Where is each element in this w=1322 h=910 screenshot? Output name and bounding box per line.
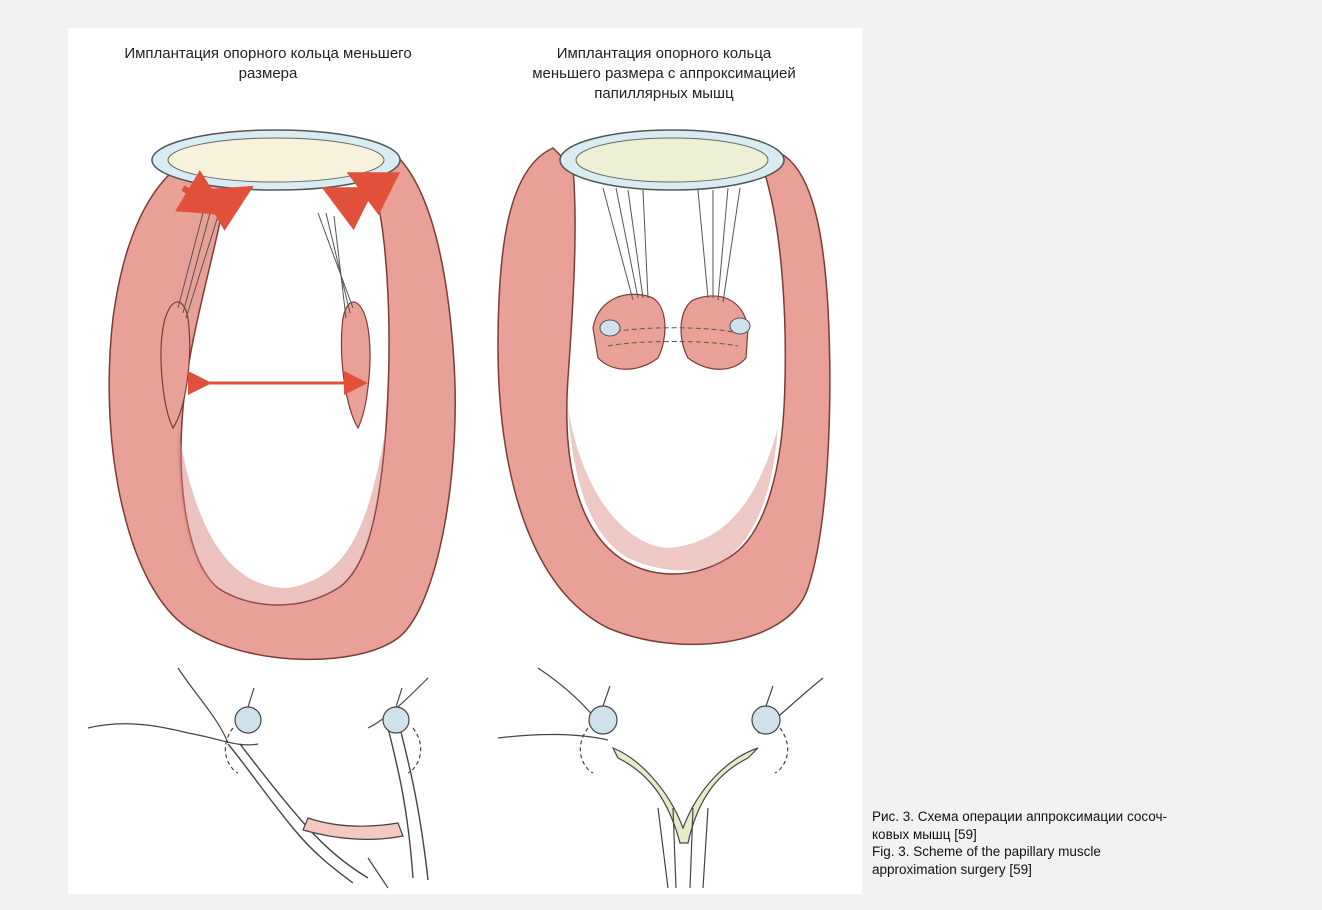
caption-russian: Рис. 3. Схема операции аппроксимации сос…	[872, 808, 1202, 843]
caption-english: Fig. 3. Scheme of the papillary muscle a…	[872, 843, 1202, 878]
surgery-diagram	[68, 28, 862, 894]
left-papillary-muscle-2	[341, 302, 369, 428]
right-heart-diagram	[498, 130, 830, 644]
right-valve-leaflets	[576, 138, 768, 182]
right-pledget-left	[600, 320, 620, 336]
right-detail-sketch	[498, 668, 823, 888]
left-ventricle-wall	[109, 148, 455, 659]
figure-panel: Имплантация опорного кольца меньшего раз…	[68, 28, 862, 894]
left-approx-band	[303, 818, 403, 839]
right-ventricle-wall	[498, 148, 830, 644]
figure-caption: Рис. 3. Схема операции аппроксимации сос…	[872, 808, 1202, 878]
left-arrow-3	[343, 198, 363, 208]
right-pledget-right	[730, 318, 750, 334]
right-approx-fused-muscles	[613, 748, 758, 843]
left-detail-sketch	[88, 668, 428, 888]
right-chordae	[603, 188, 740, 302]
left-valve-leaflets	[168, 138, 384, 182]
left-heart-diagram	[109, 130, 455, 659]
